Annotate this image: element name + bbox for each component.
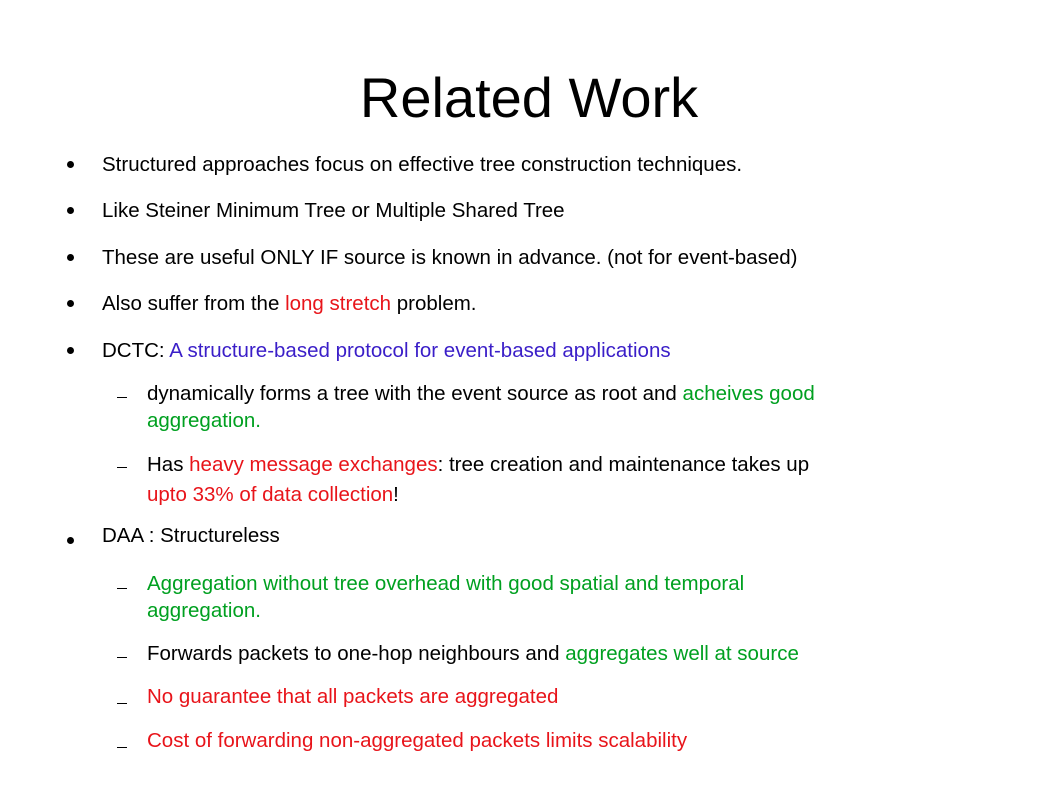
highlight-text: aggregation. xyxy=(147,409,261,432)
bullet-item: DCTC: A structure-based protocol for eve… xyxy=(102,337,671,364)
highlight-text: long stretch xyxy=(285,292,392,315)
sub-bullet-item: No guarantee that all packets are aggreg… xyxy=(147,683,558,710)
bullet-icon xyxy=(67,254,74,261)
bullet-icon xyxy=(67,161,74,168)
bullet-text: dynamically forms a tree with the event … xyxy=(147,382,683,405)
sub-bullet-continuation: aggregation. xyxy=(147,407,261,434)
highlight-text: aggregates well at source xyxy=(565,642,799,665)
dash-bullet-icon xyxy=(117,657,127,658)
highlight-text: Cost of forwarding non-aggregated packet… xyxy=(147,729,688,752)
sub-bullet-item: Has heavy message exchanges: tree creati… xyxy=(147,451,809,478)
sub-bullet-item: dynamically forms a tree with the event … xyxy=(147,380,815,407)
bullet-text: DCTC: xyxy=(102,339,170,362)
highlight-text: Aggregation without tree overhead with g… xyxy=(147,572,745,595)
dash-bullet-icon xyxy=(117,747,127,748)
dash-bullet-icon xyxy=(117,467,127,468)
sub-bullet-continuation: upto 33% of data collection! xyxy=(147,481,399,508)
sub-bullet-item: Aggregation without tree overhead with g… xyxy=(147,570,744,597)
sub-bullet-item: Cost of forwarding non-aggregated packet… xyxy=(147,727,687,754)
highlight-text: acheives good xyxy=(682,382,815,405)
highlight-text: aggregation. xyxy=(147,599,261,622)
dash-bullet-icon xyxy=(117,703,127,704)
sub-bullet-continuation: aggregation. xyxy=(147,597,261,624)
bullet-icon xyxy=(67,347,74,354)
bullet-icon xyxy=(67,207,74,214)
highlight-text: heavy message exchanges xyxy=(189,453,438,476)
bullet-text: Has xyxy=(147,453,190,476)
bullet-text: Like Steiner Minimum Tree or Multiple Sh… xyxy=(102,199,565,222)
highlight-text: No guarantee that all packets are aggreg… xyxy=(147,685,559,708)
bullet-item: These are useful ONLY IF source is known… xyxy=(102,244,797,271)
dash-bullet-icon xyxy=(117,588,127,589)
bullet-text: problem. xyxy=(391,292,477,315)
bullet-text: Also suffer from the xyxy=(102,292,286,315)
highlight-text: upto 33% of data collection xyxy=(147,483,394,506)
bullet-text: : tree creation and maintenance takes up xyxy=(437,453,810,476)
bullet-text: DAA : Structureless xyxy=(102,524,280,547)
dash-bullet-icon xyxy=(117,397,127,398)
sub-bullet-item: Forwards packets to one-hop neighbours a… xyxy=(147,640,799,667)
bullet-text: These are useful ONLY IF source is known… xyxy=(102,246,798,269)
bullet-item: Structured approaches focus on effective… xyxy=(102,151,742,178)
bullet-text: ! xyxy=(393,483,399,506)
bullet-text: Structured approaches focus on effective… xyxy=(102,153,743,176)
bullet-icon xyxy=(67,300,74,307)
slide-title: Related Work xyxy=(359,66,699,129)
bullet-item: DAA : Structureless xyxy=(102,522,280,549)
highlight-text: A structure-based protocol for event-bas… xyxy=(169,339,671,362)
bullet-icon xyxy=(67,537,74,544)
bullet-item: Also suffer from the long stretch proble… xyxy=(102,290,477,317)
bullet-item: Like Steiner Minimum Tree or Multiple Sh… xyxy=(102,197,565,224)
bullet-text: Forwards packets to one-hop neighbours a… xyxy=(147,642,566,665)
